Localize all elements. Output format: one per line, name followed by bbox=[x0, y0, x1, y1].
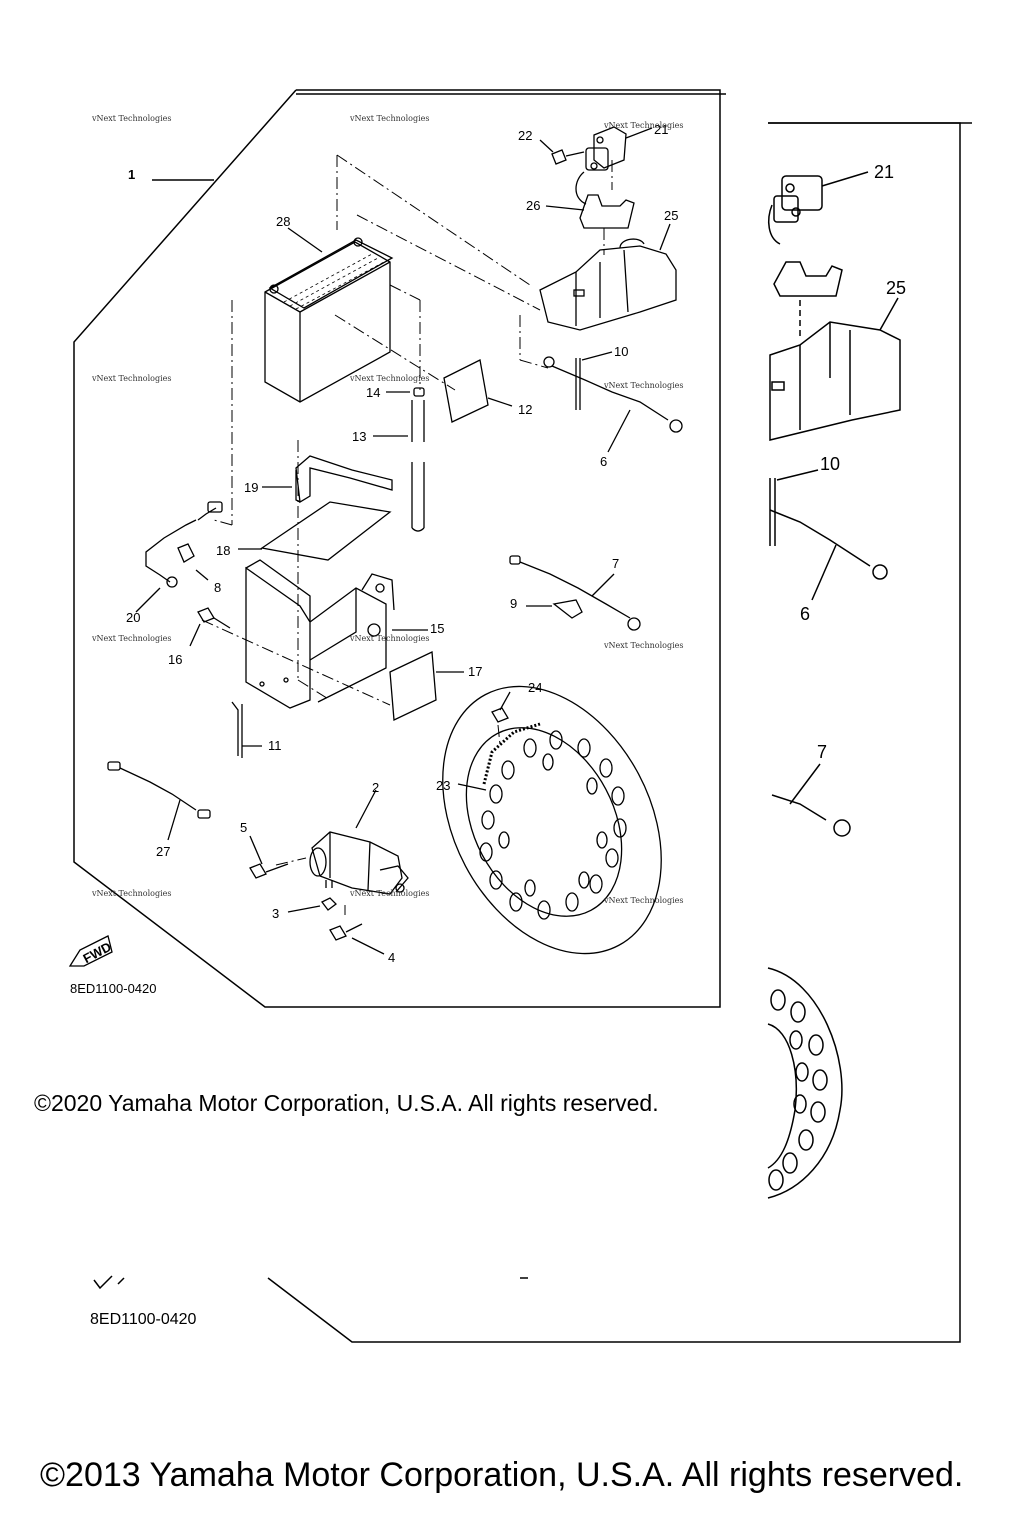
svg-text:vNext Technologies: vNext Technologies bbox=[349, 114, 429, 123]
back-callout-7: 7 bbox=[817, 742, 827, 762]
callout-22: 22 bbox=[518, 128, 532, 143]
back-cover-25 bbox=[769, 321, 901, 441]
callout-6: 6 bbox=[600, 454, 607, 469]
front-parts bbox=[68, 126, 683, 967]
wire-27 bbox=[107, 761, 211, 841]
watermarks: vNext Technologies vNext Technologies vN… bbox=[91, 114, 683, 905]
back-bracket bbox=[773, 261, 843, 297]
bolt-22 bbox=[539, 139, 585, 165]
back-disc-holes bbox=[768, 989, 828, 1191]
svg-text:vNext Technologies: vNext Technologies bbox=[349, 374, 429, 383]
svg-text:vNext Technologies: vNext Technologies bbox=[349, 634, 429, 643]
callout-10: 10 bbox=[614, 344, 628, 359]
svg-text:vNext Technologies: vNext Technologies bbox=[91, 634, 171, 643]
callout-7: 7 bbox=[612, 556, 619, 571]
callout-25: 25 bbox=[664, 208, 678, 223]
svg-text:vNext Technologies: vNext Technologies bbox=[603, 641, 683, 650]
cable-20 bbox=[135, 501, 223, 613]
back-callouts: 21 25 10 6 7 8ED1100-0420 bbox=[90, 162, 906, 1328]
callout-18: 18 bbox=[216, 543, 230, 558]
callout-23: 23 bbox=[436, 778, 450, 793]
front-callouts: 1 2 3 4 5 6 7 8 9 10 11 12 13 14 15 16 1… bbox=[70, 122, 678, 996]
callout-21: 21 bbox=[654, 122, 668, 137]
back-callout-25: 25 bbox=[886, 278, 906, 298]
callout-24: 24 bbox=[528, 680, 542, 695]
callout-3: 3 bbox=[272, 906, 279, 921]
cover-25 bbox=[539, 223, 677, 331]
callout-5: 5 bbox=[240, 820, 247, 835]
disc-23 bbox=[442, 685, 662, 955]
callout-28: 28 bbox=[276, 214, 290, 229]
svg-text:vNext Technologies: vNext Technologies bbox=[603, 381, 683, 390]
callout-17: 17 bbox=[468, 664, 482, 679]
callout-1: 1 bbox=[128, 167, 135, 182]
starter-motor-2 bbox=[309, 831, 409, 895]
callout-16: 16 bbox=[168, 652, 182, 667]
strap-19 bbox=[295, 455, 393, 504]
back-diagram bbox=[93, 122, 972, 1343]
copyright-2013: ©2013 Yamaha Motor Corporation, U.S.A. A… bbox=[40, 1456, 964, 1494]
back-callout-6: 6 bbox=[800, 604, 810, 624]
svg-text:vNext Technologies: vNext Technologies bbox=[603, 121, 683, 130]
callout-26: 26 bbox=[526, 198, 540, 213]
fwd-label: FWD bbox=[80, 939, 113, 966]
callout-15: 15 bbox=[430, 621, 444, 636]
callout-2: 2 bbox=[372, 780, 379, 795]
svg-text:vNext Technologies: vNext Technologies bbox=[91, 374, 171, 383]
pad-18 bbox=[260, 501, 392, 561]
copyright-2020: ©2020 Yamaha Motor Corporation, U.S.A. A… bbox=[34, 1090, 659, 1116]
back-callout-21: 21 bbox=[874, 162, 894, 182]
svg-text:vNext Technologies: vNext Technologies bbox=[91, 114, 171, 123]
cable-7 bbox=[509, 555, 641, 631]
callout-13: 13 bbox=[352, 429, 366, 444]
callout-20: 20 bbox=[126, 610, 140, 625]
svg-text:vNext Technologies: vNext Technologies bbox=[349, 889, 429, 898]
callout-4: 4 bbox=[388, 950, 395, 965]
pad-12 bbox=[443, 359, 489, 423]
svg-text:vNext Technologies: vNext Technologies bbox=[91, 889, 171, 898]
callout-19: 19 bbox=[244, 480, 258, 495]
bracket-26 bbox=[579, 194, 635, 229]
back-diagram-code: 8ED1100-0420 bbox=[90, 1311, 197, 1328]
bracket-15 bbox=[245, 559, 395, 709]
fwd-arrow-icon bbox=[68, 935, 113, 967]
back-relay-21 bbox=[767, 171, 869, 245]
battery-28 bbox=[264, 237, 394, 403]
callout-9: 9 bbox=[510, 596, 517, 611]
svg-text:vNext Technologies: vNext Technologies bbox=[603, 896, 683, 905]
relay-21 bbox=[575, 126, 653, 205]
back-callout-10: 10 bbox=[820, 454, 840, 474]
callout-12: 12 bbox=[518, 402, 532, 417]
front-frame bbox=[73, 89, 726, 1008]
front-diagram-code: 8ED1100-0420 bbox=[70, 981, 157, 996]
callout-8: 8 bbox=[214, 580, 221, 595]
callout-11: 11 bbox=[268, 738, 282, 753]
pad-17 bbox=[389, 651, 437, 721]
callout-14: 14 bbox=[366, 385, 380, 400]
callout-27: 27 bbox=[156, 844, 170, 859]
